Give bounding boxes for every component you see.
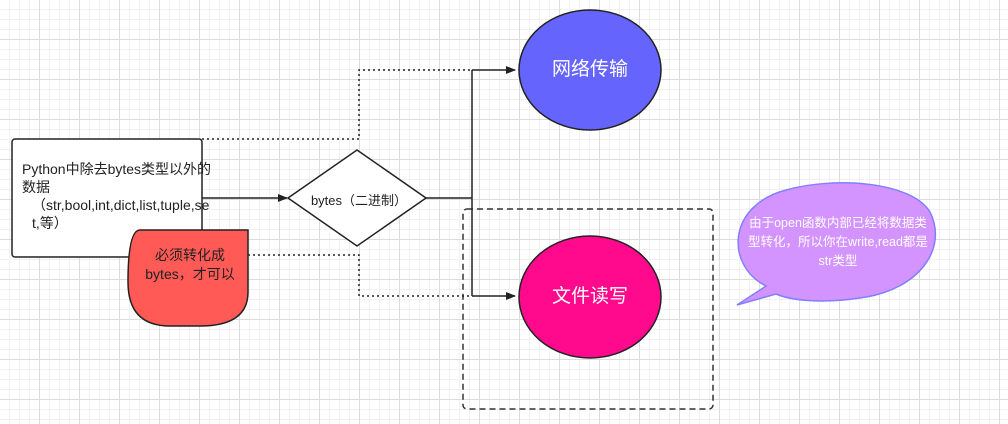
bytes-diamond bbox=[286, 149, 428, 247]
red-note-shape bbox=[127, 229, 249, 327]
source-line-2: （str,bool,int,dict,list,tuple,set,等） bbox=[32, 197, 210, 231]
bytes-diamond-label: bytes（二进制） bbox=[310, 192, 408, 208]
purple-note-text: 由于open函数内部已经将数据类型转化，所以你在write,read都是str类… bbox=[748, 216, 928, 268]
source-data-label: Python中除去bytes类型以外的数据 （str,bool,int,dict… bbox=[22, 160, 214, 232]
source-data-box bbox=[11, 138, 203, 258]
red-note-text: 必须转化成bytes，才可以 bbox=[145, 247, 235, 282]
dotted-connector-top bbox=[202, 69, 470, 140]
dotted-connector-bottom bbox=[248, 254, 470, 297]
file-group-dashed-box bbox=[462, 208, 714, 410]
network-transfer-label: 网络传输 bbox=[551, 58, 628, 80]
network-transfer-node bbox=[518, 9, 662, 131]
source-line-1: Python中除去bytes类型以外的数据 bbox=[22, 161, 212, 195]
file-io-label: 文件读写 bbox=[551, 285, 628, 307]
purple-speech-bubble bbox=[736, 182, 937, 306]
file-io-node bbox=[518, 235, 662, 359]
